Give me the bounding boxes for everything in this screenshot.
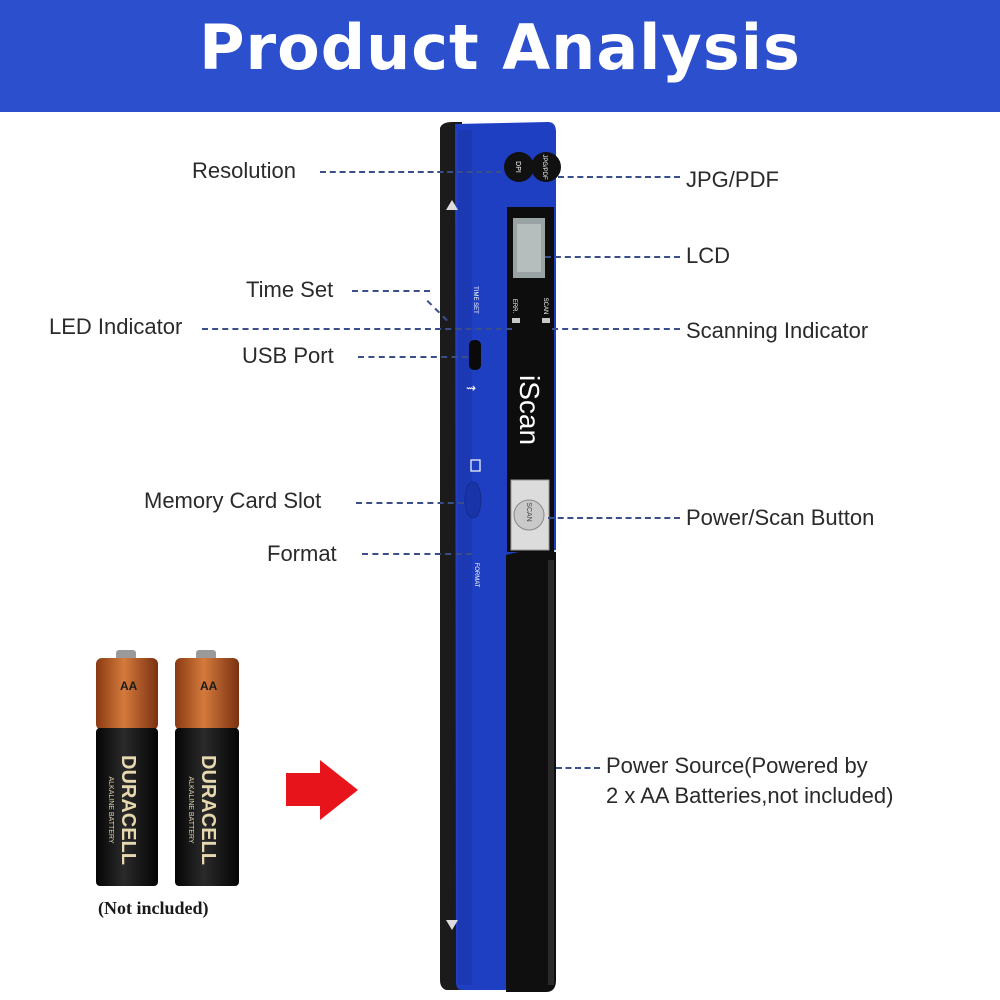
power-scan-button-ring xyxy=(513,499,545,531)
header-banner: Product Analysis xyxy=(0,0,1000,112)
memory-card-slot xyxy=(464,481,482,519)
battery-left-brand: DURACELL xyxy=(117,755,139,865)
memory-card-icon xyxy=(470,459,481,472)
battery-right-type: ALKALINE BATTERY xyxy=(187,776,194,843)
callout-line-time-set xyxy=(352,290,430,292)
label-scanning-indicator: Scanning Indicator xyxy=(686,318,869,343)
battery-right-brand: DURACELL xyxy=(197,755,219,865)
battery-right-cap xyxy=(196,650,216,660)
device-grip-highlight xyxy=(548,560,554,985)
callout-line-jpg-pdf xyxy=(558,176,680,178)
lcd-screen-inner xyxy=(517,224,541,272)
jpg-pdf-button xyxy=(531,152,561,182)
label-resolution: Resolution xyxy=(192,158,296,183)
jpg-pdf-button-label: JPG/PDF xyxy=(541,154,547,180)
dpi-text: DPI xyxy=(514,161,521,173)
scan-mark: SCAN xyxy=(542,298,548,315)
callout-line-scanning-indicator xyxy=(552,328,680,330)
label-power-source-line1: Power Source(Powered by xyxy=(606,753,868,778)
jpg-pdf-text: JPG/PDF xyxy=(541,154,547,180)
edge-arrow-up-icon xyxy=(446,200,458,210)
label-led-indicator: LED Indicator xyxy=(49,314,183,339)
device-brand: iScan xyxy=(514,375,545,445)
battery-left-cap xyxy=(116,650,136,660)
battery-left-type: ALKALINE BATTERY xyxy=(107,776,114,843)
batteries-not-included-note: (Not included) xyxy=(98,898,209,918)
time-set-mark: TIME SET xyxy=(472,286,478,314)
callout-line-memory-card-slot xyxy=(356,502,464,504)
scanning-indicator-light xyxy=(542,318,550,323)
label-memory-card-slot: Memory Card Slot xyxy=(144,488,322,513)
label-time-set: Time Set xyxy=(246,277,334,302)
usb-symbol-icon: ⇝ xyxy=(466,381,476,395)
label-lcd: LCD xyxy=(686,243,731,268)
label-usb-port: USB Port xyxy=(242,343,334,368)
red-arrow-icon xyxy=(286,760,358,820)
dpi-button-label: DPI xyxy=(514,161,521,173)
battery-left-body xyxy=(96,728,158,886)
callout-line-power-scan-button xyxy=(548,517,680,519)
battery-right-body xyxy=(175,728,239,886)
edge-arrow-down-icon xyxy=(446,920,458,930)
callout-line-lcd xyxy=(545,256,680,258)
callout-line-resolution xyxy=(320,171,502,173)
scan-button-text: SCAN xyxy=(525,502,532,521)
label-format: Format xyxy=(267,541,337,566)
device-grip xyxy=(506,550,556,992)
battery-right-copper xyxy=(175,658,239,730)
battery-right-size: AA xyxy=(200,679,218,693)
label-power-scan-button: Power/Scan Button xyxy=(686,505,875,530)
battery-left-copper xyxy=(96,658,158,730)
battery-left-size: AA xyxy=(120,679,138,693)
format-mark: FORMAT xyxy=(473,563,479,588)
page-title: Product Analysis xyxy=(199,10,801,84)
label-power-source-line2: 2 x AA Batteries,not included) xyxy=(606,783,894,808)
usb-port xyxy=(469,340,481,370)
callout-line-usb-port xyxy=(358,356,468,358)
err-mark: ERR. xyxy=(511,299,517,314)
battery-left: AA DURACELL ALKALINE BATTERY xyxy=(96,650,158,886)
battery-right: AA DURACELL ALKALINE BATTERY xyxy=(175,650,239,886)
led-indicator-light xyxy=(512,318,520,323)
device-shading xyxy=(458,130,472,985)
label-jpg-pdf: JPG/PDF xyxy=(686,167,779,192)
callout-line-power-source xyxy=(556,767,600,769)
callout-line-format xyxy=(362,553,472,555)
callout-line-led-indicator xyxy=(202,328,512,330)
dpi-button xyxy=(504,152,534,182)
